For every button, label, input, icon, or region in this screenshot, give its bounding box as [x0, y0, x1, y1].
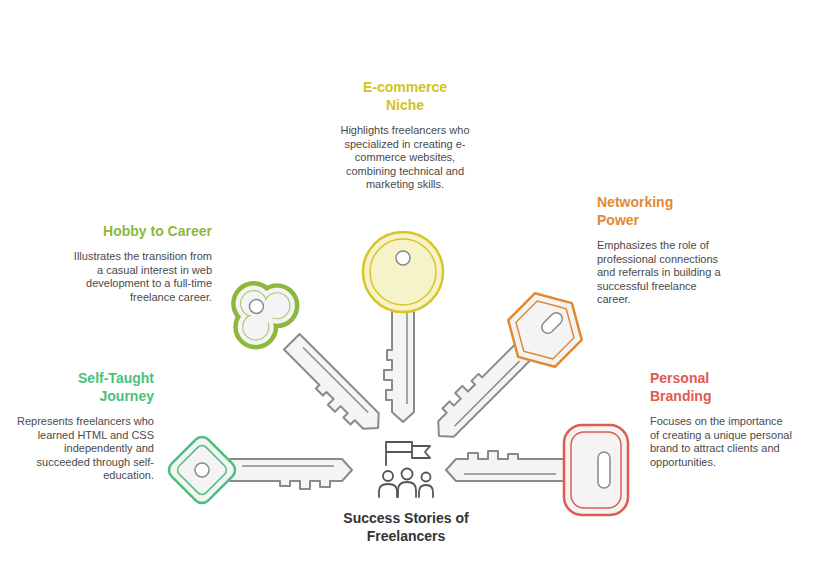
story-block: E-commerce NicheHighlights freelancers w…	[335, 78, 475, 192]
key	[446, 425, 628, 515]
team-icon	[379, 442, 433, 497]
story-heading: Hobby to Career	[72, 222, 212, 240]
story-description: Represents freelancers who learned HTML …	[14, 415, 154, 483]
story-heading: Self-Taught Journey	[54, 369, 154, 405]
story-heading: Networking Power	[597, 193, 692, 229]
story-description: Illustrates the transition from a casual…	[72, 250, 212, 304]
key	[165, 433, 352, 507]
story-block: Networking PowerEmphasizes the role of p…	[597, 193, 729, 307]
story-heading: Personal Branding	[650, 369, 735, 405]
story-description: Emphasizes the role of professional conn…	[597, 239, 729, 307]
story-description: Focuses on the importance of creating a …	[650, 415, 792, 469]
key	[363, 232, 443, 422]
story-heading: E-commerce Niche	[355, 78, 455, 114]
story-block: Self-Taught JourneyRepresents freelancer…	[14, 369, 154, 483]
story-description: Highlights freelancers who specialized i…	[335, 124, 475, 192]
story-block: Personal BrandingFocuses on the importan…	[650, 369, 792, 469]
diagram-title: Success Stories of Freelancers	[306, 509, 506, 545]
story-block: Hobby to CareerIllustrates the transitio…	[72, 222, 212, 304]
